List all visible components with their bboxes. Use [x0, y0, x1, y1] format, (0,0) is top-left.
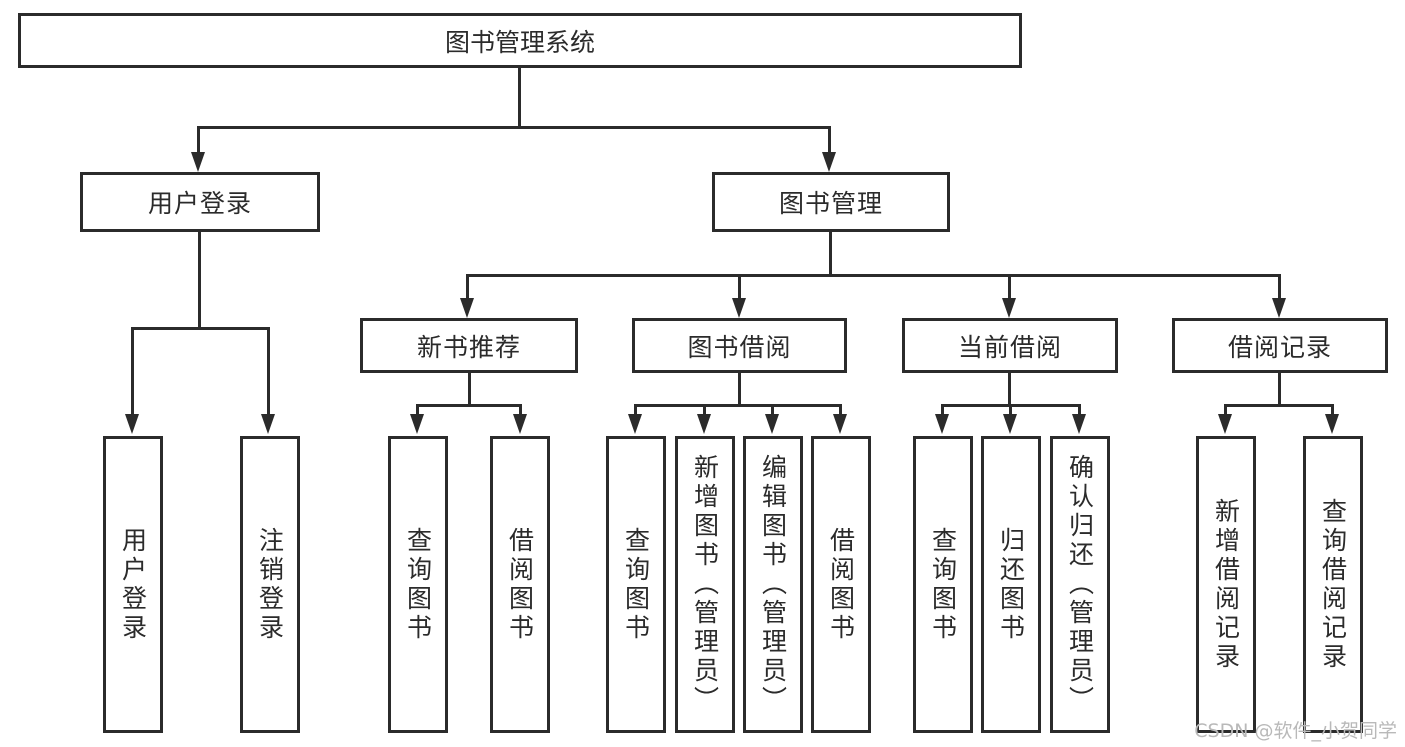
arrowhead-bm-to-current-borrow — [1002, 298, 1016, 318]
connector-cb-drop-2 — [1009, 404, 1012, 416]
node-leaf-query-book-1[interactable]: 查询图书 — [388, 436, 448, 733]
node-current-borrow[interactable]: 当前借阅 — [902, 318, 1118, 373]
node-label: 编辑图书（管理员） — [758, 454, 788, 715]
arrowhead-cb-leaf-2 — [1003, 414, 1017, 434]
connector-user-login-stem — [198, 232, 201, 329]
connector-user-login-bus — [131, 327, 267, 330]
node-label: 查询图书 — [928, 526, 958, 643]
arrowhead-cb-leaf-1 — [935, 414, 949, 434]
connector-bb-drop-1 — [634, 404, 637, 416]
node-label: 查询图书 — [621, 526, 651, 643]
connector-bb-bus — [634, 404, 842, 407]
connector-br-bus — [1224, 404, 1334, 407]
arrowhead-bb-leaf-1 — [628, 414, 642, 434]
connector-user-login-drop-1 — [131, 327, 134, 415]
node-leaf-user-logout[interactable]: 注销登录 — [240, 436, 300, 733]
node-label: 图书管理 — [778, 189, 883, 218]
connector-root-to-book-management — [828, 126, 831, 153]
node-label: 当前借阅 — [957, 332, 1062, 362]
connector-root-bus — [197, 126, 831, 129]
node-label: 用户登录 — [118, 526, 148, 643]
arrowhead-root-to-user-login — [191, 152, 205, 172]
node-label: 新增图书（管理员） — [690, 454, 720, 715]
node-leaf-edit-book[interactable]: 编辑图书（管理员） — [743, 436, 803, 733]
node-root-system[interactable]: 图书管理系统 — [18, 13, 1022, 68]
arrowhead-bm-to-new-book-recommend — [460, 298, 474, 318]
arrowhead-br-leaf-1 — [1218, 414, 1232, 434]
node-leaf-return-book[interactable]: 归还图书 — [981, 436, 1041, 733]
arrowhead-user-login-leaf-1 — [125, 414, 139, 434]
node-label: 注销登录 — [255, 526, 285, 643]
node-leaf-borrow-book-1[interactable]: 借阅图书 — [490, 436, 550, 733]
node-label: 用户登录 — [147, 189, 252, 218]
node-label: 查询借阅记录 — [1318, 497, 1348, 672]
node-borrow-record[interactable]: 借阅记录 — [1172, 318, 1388, 373]
arrowhead-br-leaf-2 — [1325, 414, 1339, 434]
connector-bb-drop-4 — [839, 404, 842, 416]
node-new-book-recommend[interactable]: 新书推荐 — [360, 318, 578, 373]
connector-bb-stem — [738, 373, 741, 406]
node-label: 借阅记录 — [1227, 332, 1332, 362]
connector-root-to-user-login — [197, 126, 200, 153]
arrowhead-nbr-leaf-1 — [410, 414, 424, 434]
node-leaf-query-book-2[interactable]: 查询图书 — [606, 436, 666, 733]
connector-nbr-drop-1 — [416, 404, 419, 416]
connector-bm-drop-1 — [466, 274, 469, 300]
watermark-text: CSDN @软件_小贺同学 — [1194, 720, 1397, 742]
connector-bb-drop-3 — [771, 404, 774, 416]
connector-nbr-stem — [468, 373, 471, 406]
connector-bm-drop-3 — [1008, 274, 1011, 300]
node-leaf-confirm-return[interactable]: 确认归还（管理员） — [1050, 436, 1110, 733]
connector-br-drop-2 — [1331, 404, 1334, 416]
node-label: 借阅图书 — [505, 526, 535, 643]
node-leaf-user-login[interactable]: 用户登录 — [103, 436, 163, 733]
node-leaf-query-borrow-record[interactable]: 查询借阅记录 — [1303, 436, 1363, 733]
connector-bm-drop-4 — [1278, 274, 1281, 300]
node-label: 查询图书 — [403, 526, 433, 643]
connector-br-stem — [1278, 373, 1281, 406]
connector-nbr-drop-2 — [519, 404, 522, 416]
connector-bm-drop-2 — [738, 274, 741, 300]
arrowhead-bm-to-borrow-record — [1272, 298, 1286, 318]
node-label: 借阅图书 — [826, 526, 856, 643]
node-label: 确认归还（管理员） — [1065, 454, 1095, 715]
connector-root-stem — [518, 68, 521, 128]
node-book-management[interactable]: 图书管理 — [712, 172, 950, 232]
connector-br-drop-1 — [1224, 404, 1227, 416]
connector-cb-drop-3 — [1078, 404, 1081, 416]
node-label: 图书管理系统 — [444, 27, 595, 57]
connector-book-management-stem — [829, 232, 832, 276]
connector-cb-drop-1 — [941, 404, 944, 416]
node-label: 新增借阅记录 — [1211, 497, 1241, 672]
connector-book-management-bus — [466, 274, 1281, 277]
node-leaf-add-borrow-record[interactable]: 新增借阅记录 — [1196, 436, 1256, 733]
arrowhead-cb-leaf-3 — [1072, 414, 1086, 434]
connector-user-login-drop-2 — [267, 327, 270, 415]
arrowhead-bb-leaf-3 — [765, 414, 779, 434]
node-label: 归还图书 — [996, 526, 1026, 643]
node-label: 图书借阅 — [687, 332, 792, 362]
arrowhead-bb-leaf-2 — [697, 414, 711, 434]
node-leaf-borrow-book-2[interactable]: 借阅图书 — [811, 436, 871, 733]
node-leaf-add-book[interactable]: 新增图书（管理员） — [675, 436, 735, 733]
node-book-borrow[interactable]: 图书借阅 — [632, 318, 847, 373]
arrowhead-bm-to-book-borrow — [732, 298, 746, 318]
node-leaf-query-book-3[interactable]: 查询图书 — [913, 436, 973, 733]
arrowhead-nbr-leaf-2 — [513, 414, 527, 434]
arrowhead-user-login-leaf-2 — [261, 414, 275, 434]
connector-bb-drop-2 — [703, 404, 706, 416]
arrowhead-bb-leaf-4 — [833, 414, 847, 434]
connector-cb-stem — [1008, 373, 1011, 406]
arrowhead-root-to-book-management — [822, 152, 836, 172]
connector-nbr-bus — [416, 404, 522, 407]
node-label: 新书推荐 — [416, 332, 521, 362]
node-user-login[interactable]: 用户登录 — [80, 172, 320, 232]
